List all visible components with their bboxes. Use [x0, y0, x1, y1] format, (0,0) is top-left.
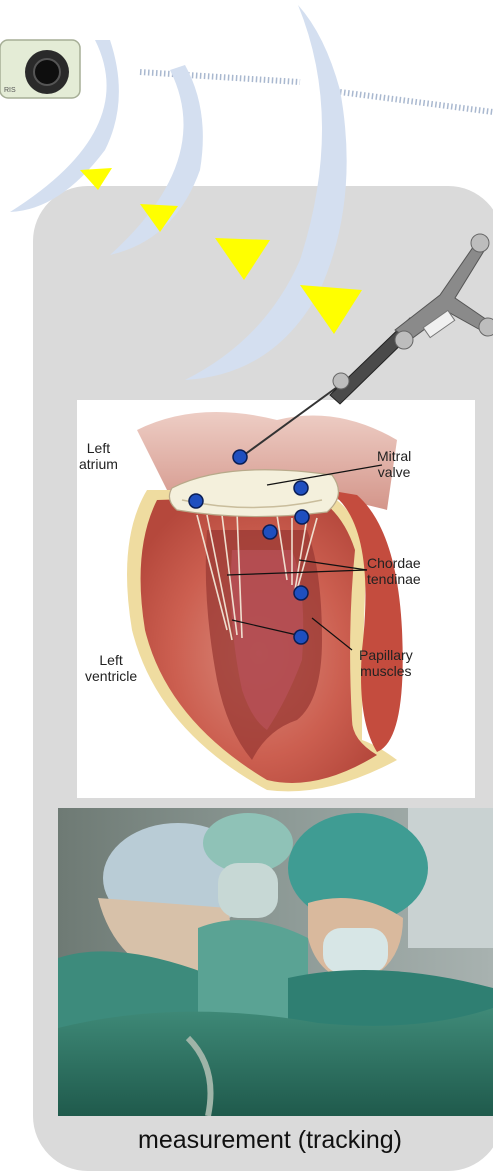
label-papillary-line1: Papillary: [359, 647, 413, 663]
label-left-atrium-line2: atrium: [79, 456, 118, 472]
label-papillary-line2: muscles: [359, 663, 413, 679]
camera-label: RIS: [4, 87, 16, 94]
label-left-ventricle-line1: Left: [85, 652, 137, 668]
label-left-ventricle: Left ventricle: [85, 652, 137, 684]
label-mitral-valve: Mitral valve: [377, 448, 411, 480]
tracking-camera: RIS: [0, 40, 80, 98]
label-left-ventricle-line2: ventricle: [85, 668, 137, 684]
label-chordae-line1: Chordae: [367, 555, 421, 571]
label-left-atrium: Left atrium: [79, 440, 118, 472]
heart-anatomy-diagram: Left atrium Mitral valve Chordae tendina…: [77, 400, 475, 798]
surgery-photo: [58, 808, 493, 1116]
caption-measurement-tracking: measurement (tracking): [60, 1126, 480, 1155]
label-mitral-valve-line2: valve: [377, 464, 411, 480]
signal-dotted-line: [140, 72, 493, 112]
label-chordae-tendinae: Chordae tendinae: [367, 555, 421, 587]
surgery-scene: [58, 808, 493, 1116]
label-left-atrium-line1: Left: [79, 440, 118, 456]
label-chordae-line2: tendinae: [367, 571, 421, 587]
label-papillary-muscles: Papillary muscles: [359, 647, 413, 679]
heart-illustration: [77, 400, 475, 798]
label-mitral-valve-line1: Mitral: [377, 448, 411, 464]
